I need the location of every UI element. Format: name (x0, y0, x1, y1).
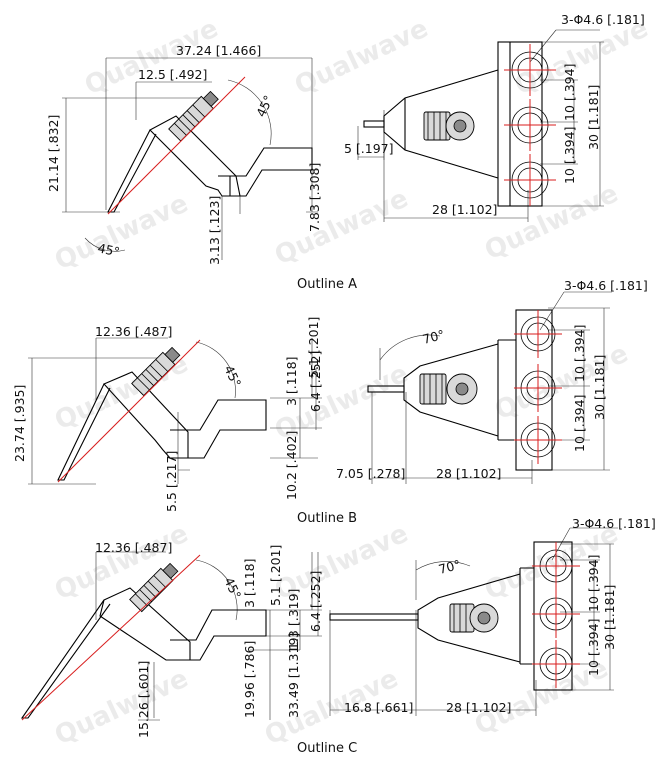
dim-pitch-b: 10 [.394] (572, 395, 587, 452)
watermark-text: Qualwave (290, 14, 432, 102)
caption-outline-a: Outline A (297, 277, 357, 292)
dim-step-b: 5.1 [.201] (306, 317, 321, 378)
caption-outline-c: Outline C (297, 741, 357, 756)
dim-height-left: 23.74 [.935] (12, 385, 27, 462)
outline-b-front-view: 12.36 [.487] 45° 23.74 [.935] 5.5 [.217]… (12, 317, 323, 512)
dim-side-length: 28 [1.102] (446, 700, 511, 715)
dim-bottom-gap: 3.13 [.123] (207, 196, 222, 265)
watermark-text: Qualwave (480, 179, 622, 267)
dim-pitch-b: 10 [.394] (586, 619, 601, 676)
watermark-text: Qualwave (270, 184, 412, 272)
dim-height-left: 21.14 [.832] (46, 115, 61, 192)
dim-step-c: 1.3 [.319] (286, 589, 301, 650)
dim-lower-a: 19.96 [.786] (242, 641, 257, 718)
dim-side-length: 28 [1.102] (436, 466, 501, 481)
dim-lower-b: 33.49 [1.319] (286, 633, 301, 718)
dim-hole-callout: 3-Φ4.6 [.181] (564, 278, 648, 293)
dim-angle-side: 70° (421, 327, 446, 347)
dim-bottom-gap: 5.5 [.217] (164, 451, 179, 512)
dim-side-length: 28 [1.102] (432, 202, 497, 217)
watermark-text: Qualwave (490, 339, 632, 427)
dim-hole-callout: 3-Φ4.6 [.181] (561, 12, 645, 27)
dim-pitch-a: 10 [.394] (586, 555, 601, 612)
dim-angle-top: 45° (221, 363, 244, 389)
watermark-text: Qualwave (50, 664, 192, 752)
dim-offset-top: 12.36 [.487] (95, 540, 172, 555)
dim-pitch-b: 10 [.394] (562, 127, 577, 184)
dim-step-a: 3 [.118] (242, 558, 257, 608)
dim-pin-length: 7.05 [.278] (336, 466, 405, 481)
dim-block-height: 30 [1.181] (586, 85, 601, 150)
dim-block-height: 30 [1.181] (602, 585, 617, 650)
dim-hole-callout: 3-Φ4.6 [.181] (572, 516, 656, 531)
dim-offset-top: 12.36 [.487] (95, 324, 172, 339)
dim-overall-width: 37.24 [1.466] (176, 43, 261, 58)
dim-angle-top: 45° (221, 575, 244, 601)
outline-a-front-view: 37.24 [1.466] 12.5 [.492] 45° 21.14 [.83… (46, 43, 322, 265)
dim-pitch-a: 10 [.394] (562, 64, 577, 121)
watermark-text: Qualwave (50, 519, 192, 607)
dim-flange-height: 7.83 [.308] (307, 163, 322, 232)
dim-pin-height: 6.4 [.252] (308, 351, 323, 412)
dim-angle-side: 70° (437, 557, 462, 577)
outline-c-front-view: 12.36 [.487] 45° 15.26 [.601] 3 [.118] 5… (20, 540, 323, 738)
dim-pin-height: 6.4 [.252] (308, 571, 323, 632)
outline-c-side-view: 3-Φ4.6 [.181] 70° 10 [.394] 10 [.394] 30… (329, 516, 656, 716)
dim-offset-top: 12.5 [.492] (138, 67, 207, 82)
watermark-text: Qualwave (50, 189, 192, 277)
dim-bottom-gap: 15.26 [.601] (136, 661, 151, 738)
dim-pin-length: 16.8 [.661] (344, 700, 413, 715)
dim-lower-height: 10.2 [.402] (284, 431, 299, 500)
dim-angle-top: 45° (253, 93, 276, 119)
caption-outline-b: Outline B (297, 511, 357, 526)
outline-b-side-view: 3-Φ4.6 [.181] 70° 10 [.394] 10 [.394] 30… (336, 278, 648, 484)
outline-a-side-view: 3-Φ4.6 [.181] 10 [.394] 10 [.394] 30 [1.… (344, 12, 645, 222)
dim-step-a: 3 [.118] (284, 356, 299, 406)
dim-pitch-a: 10 [.394] (572, 325, 587, 382)
dim-angle-bottom: 45° (96, 240, 121, 259)
dim-step-b: 5.1 [.201] (268, 545, 283, 606)
dim-block-height: 30 [1.181] (592, 355, 607, 420)
dim-pin-offset: 5 [.197] (344, 141, 394, 156)
